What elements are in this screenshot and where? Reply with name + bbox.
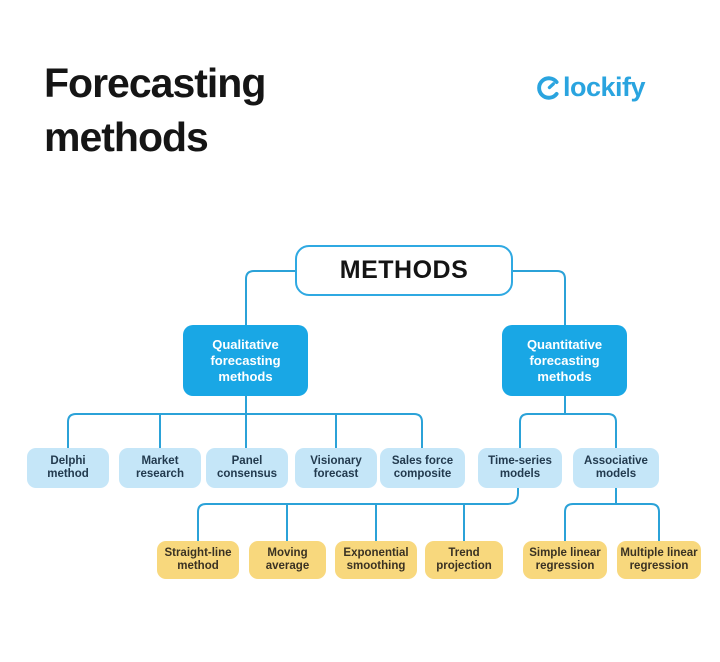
node-market-research: Market research (119, 448, 201, 488)
node-sales-force-composite: Sales force composite (380, 448, 465, 488)
clockify-wordmark: lockify (563, 71, 646, 102)
node-associative-models: Associative models (573, 448, 659, 488)
node-moving-average: Moving average (249, 541, 326, 579)
node-methods-root: METHODS (295, 245, 513, 296)
node-trend-projection: Trend projection (425, 541, 503, 579)
node-time-series-models: Time-series models (478, 448, 562, 488)
node-exponential-smoothing: Exponential smoothing (335, 541, 417, 579)
node-visionary-forecast: Visionary forecast (295, 448, 377, 488)
clockify-c-icon (536, 73, 562, 101)
node-delphi-method: Delphi method (27, 448, 109, 488)
node-multiple-linear-regression: Multiple linear regression (617, 541, 701, 579)
node-quantitative-methods: Quantitative forecasting methods (502, 325, 627, 396)
page-title: Forecasting methods (44, 60, 266, 160)
node-panel-consensus: Panel consensus (206, 448, 288, 488)
node-qualitative-methods: Qualitative forecasting methods (183, 325, 308, 396)
clockify-logo: lockify (536, 71, 646, 102)
node-straight-line-method: Straight-line method (157, 541, 239, 579)
node-simple-linear-regression: Simple linear regression (523, 541, 607, 579)
